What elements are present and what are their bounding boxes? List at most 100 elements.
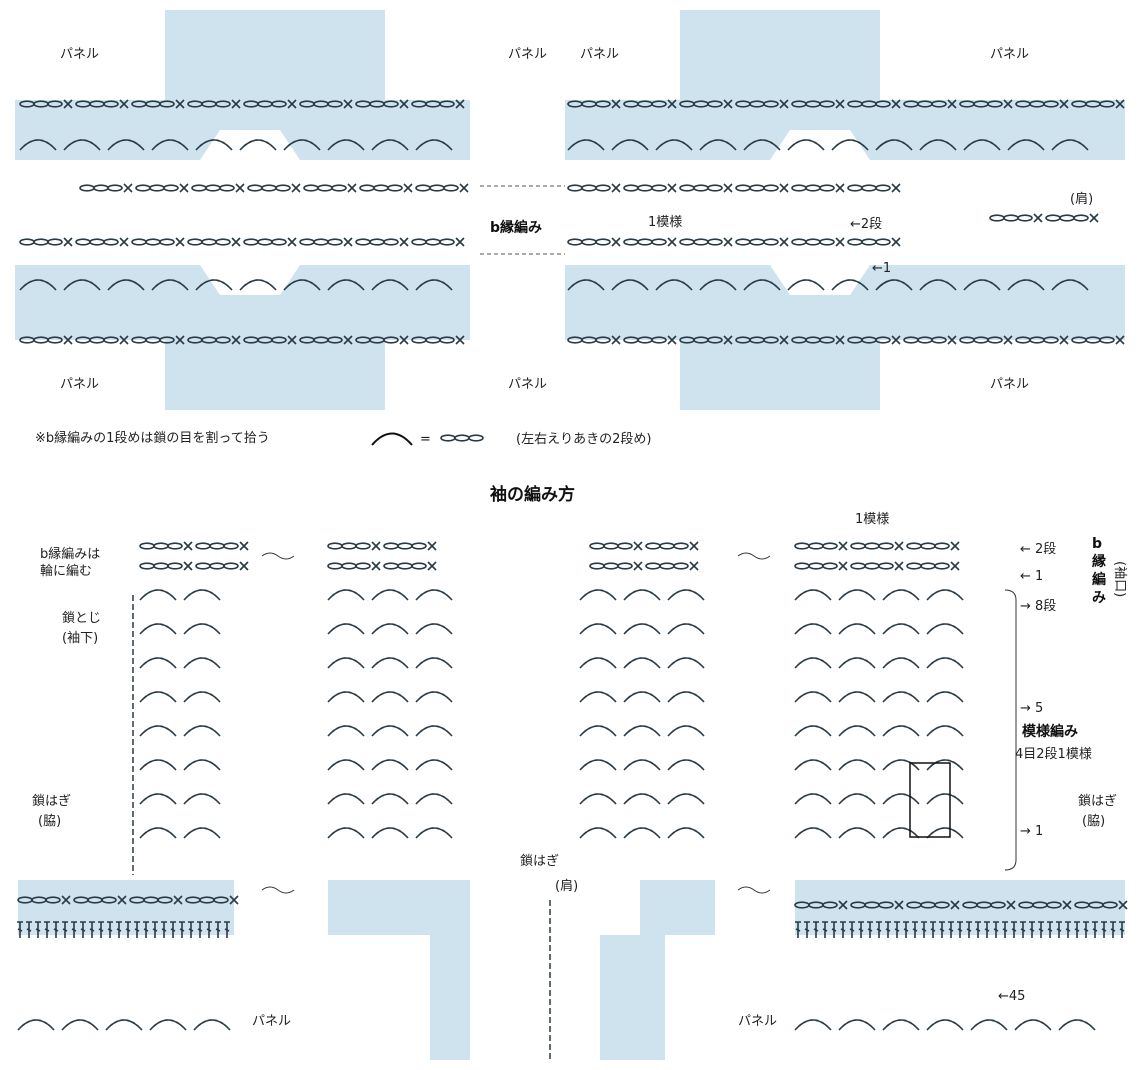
sleeve-left-chart — [16, 541, 249, 1031]
arch-stitch — [838, 827, 876, 839]
arch-stitch — [17, 1019, 55, 1031]
shoulder-label: (肩) — [1070, 191, 1093, 207]
single-crochet-symbol — [779, 183, 789, 193]
svg-text:編: 編 — [1092, 571, 1106, 588]
arch-stitch — [183, 827, 221, 839]
repeat-box — [909, 762, 951, 838]
arch-stitch — [139, 589, 177, 601]
arch-stitch — [794, 827, 832, 839]
arch-stitch — [139, 691, 177, 703]
arch-stitch — [1014, 1019, 1052, 1031]
single-crochet-symbol — [1089, 213, 1099, 223]
arch-stitch — [794, 759, 832, 771]
panel-label-bottom-left: パネル — [60, 377, 99, 392]
border-round-label-1: b縁編みは — [40, 546, 100, 562]
arc-symbol — [371, 432, 413, 446]
single-crochet-symbol — [371, 541, 381, 551]
chain-stitch — [327, 562, 371, 570]
sleeve-center-chart — [327, 541, 715, 1060]
arch-stitch — [926, 759, 964, 771]
sleeve-row-2-label: ← 2段 — [1020, 542, 1056, 557]
chain-stitch — [383, 542, 427, 550]
chain-stitch — [75, 238, 119, 246]
arch-stitch — [667, 759, 705, 771]
chain-stitch — [850, 542, 894, 550]
single-crochet-symbol — [611, 237, 621, 247]
arch-stitch — [838, 623, 876, 635]
panel-label-top-left: パネル — [60, 47, 99, 62]
single-crochet-symbol — [667, 183, 677, 193]
arch-stitch — [926, 691, 964, 703]
chain-stitch — [735, 238, 779, 246]
chain-stitch — [191, 184, 235, 192]
arch-stitch — [327, 725, 365, 737]
chain-stitch — [679, 238, 723, 246]
svg-text:b: b — [1092, 536, 1102, 552]
arch-stitch — [139, 657, 177, 669]
arch-stitch — [415, 623, 453, 635]
row-1-label: ←1 — [872, 261, 891, 276]
chain-stitch — [139, 542, 183, 550]
top-right-chart — [565, 10, 1125, 410]
sleeve-title: 袖の編み方 — [490, 484, 575, 505]
svg-text:み: み — [1092, 590, 1106, 606]
equals-sign: = — [420, 432, 431, 447]
arch-stitch — [371, 827, 409, 839]
arch-stitch — [415, 589, 453, 601]
chain-stitch — [1045, 214, 1089, 222]
pickup-note: ※b縁編みの1段めは鎖の目を割って拾う — [35, 430, 270, 446]
chain-stitch — [589, 542, 633, 550]
single-crochet-symbol — [894, 541, 904, 551]
arch-stitch — [623, 657, 661, 669]
chain-stitch — [735, 184, 779, 192]
arch-stitch — [139, 759, 177, 771]
top-left-chart — [15, 10, 470, 410]
arch-stitch — [623, 827, 661, 839]
single-crochet-symbol — [894, 561, 904, 571]
svg-text:縁: 縁 — [1092, 553, 1106, 570]
arch-stitch — [794, 589, 832, 601]
chain-stitch — [243, 238, 287, 246]
arch-stitch — [623, 589, 661, 601]
arch-stitch — [371, 691, 409, 703]
arch-stitch — [415, 725, 453, 737]
single-crochet-symbol — [689, 561, 699, 571]
arch-stitch — [794, 657, 832, 669]
single-crochet-symbol — [835, 183, 845, 193]
top-left-shaded-area — [15, 10, 470, 160]
sleeve-row-8-label: → 8段 — [1020, 599, 1056, 614]
single-crochet-symbol — [723, 237, 733, 247]
chain-join-label-right: 鎖はぎ — [1078, 793, 1117, 809]
arch-stitch — [139, 623, 177, 635]
row-2-label: ←2段 — [850, 217, 882, 232]
arch-stitch — [579, 793, 617, 805]
arch-stitch — [139, 725, 177, 737]
panel-label-top-center-left: パネル — [508, 47, 547, 62]
chain-stitch — [847, 238, 891, 246]
chain-symbol — [440, 434, 484, 442]
arch-stitch — [838, 691, 876, 703]
single-crochet-symbol — [459, 183, 469, 193]
single-crochet-symbol — [667, 237, 677, 247]
arch-stitch — [623, 725, 661, 737]
arch-stitch — [838, 793, 876, 805]
single-crochet-symbol — [287, 237, 297, 247]
border-round-label-2: 輪に編む — [40, 563, 92, 579]
arch-stitch — [623, 691, 661, 703]
arch-stitch — [579, 827, 617, 839]
chain-stitch — [989, 214, 1033, 222]
pattern-repeat-label-sleeve: 1模様 — [855, 512, 889, 527]
arch-stitch — [371, 589, 409, 601]
panel-label-bottom-center: パネル — [508, 377, 547, 392]
arch-stitch — [1058, 1019, 1096, 1031]
arch-stitch — [623, 623, 661, 635]
arch-stitch — [579, 589, 617, 601]
single-crochet-symbol — [689, 541, 699, 551]
arch-stitch — [579, 623, 617, 635]
arch-stitch — [623, 793, 661, 805]
single-crochet-symbol — [891, 237, 901, 247]
arch-stitch — [183, 691, 221, 703]
single-crochet-symbol — [403, 183, 413, 193]
single-crochet-symbol — [399, 237, 409, 247]
chain-stitch — [355, 238, 399, 246]
